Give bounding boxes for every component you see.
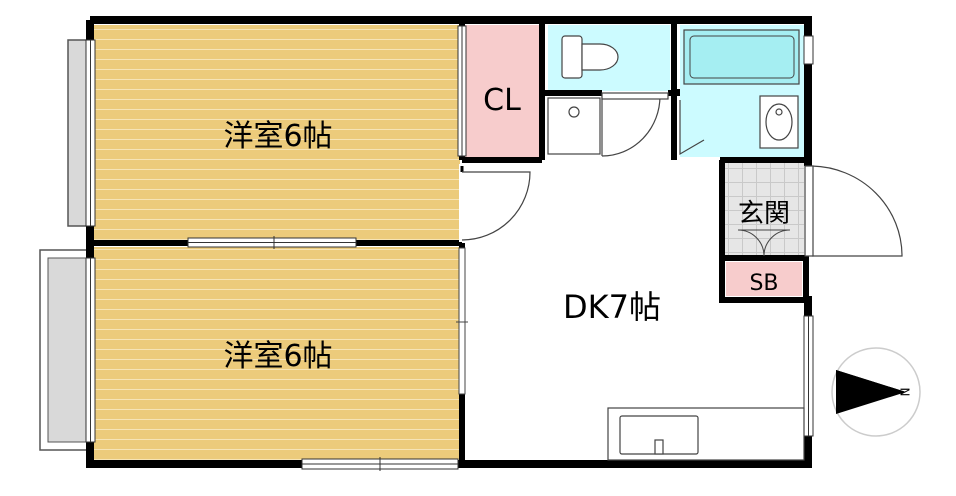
compass-north-label: N [898,388,912,397]
left-windows [85,39,96,443]
bottom-window [301,457,459,471]
entrance-label: 玄関 [738,199,790,229]
closet-label: CL [483,83,521,118]
entrance-floor [724,160,804,260]
dining-kitchen-label: DK7帖 [563,288,661,326]
washroom-door [679,100,705,156]
kitchen-counter [607,407,805,461]
balcony-bottom [39,249,91,451]
shoe-box [726,262,802,296]
entrance-inner-doors [737,229,791,257]
toilet-icon [561,35,619,79]
western-room-top-floor [94,25,460,240]
wash-basin-icon [759,95,799,149]
compass-icon [831,347,921,437]
closet-door [457,25,467,157]
shoe-box-label: SB [749,271,778,296]
toilet-door [601,92,669,157]
entrance-door [804,165,903,257]
western-room-bottom-label: 洋室6帖 [223,339,332,374]
bathtub-icon [683,29,800,85]
western-room-top-label: 洋室6帖 [223,119,332,154]
dk-left-wall-mark [456,247,468,395]
western-room-bottom-floor [94,247,460,460]
closet-floor [462,25,540,157]
dk-doorway [459,164,531,242]
utility-space [547,97,601,155]
right-windows [803,35,814,437]
sliding-door-between-rooms [187,236,357,249]
